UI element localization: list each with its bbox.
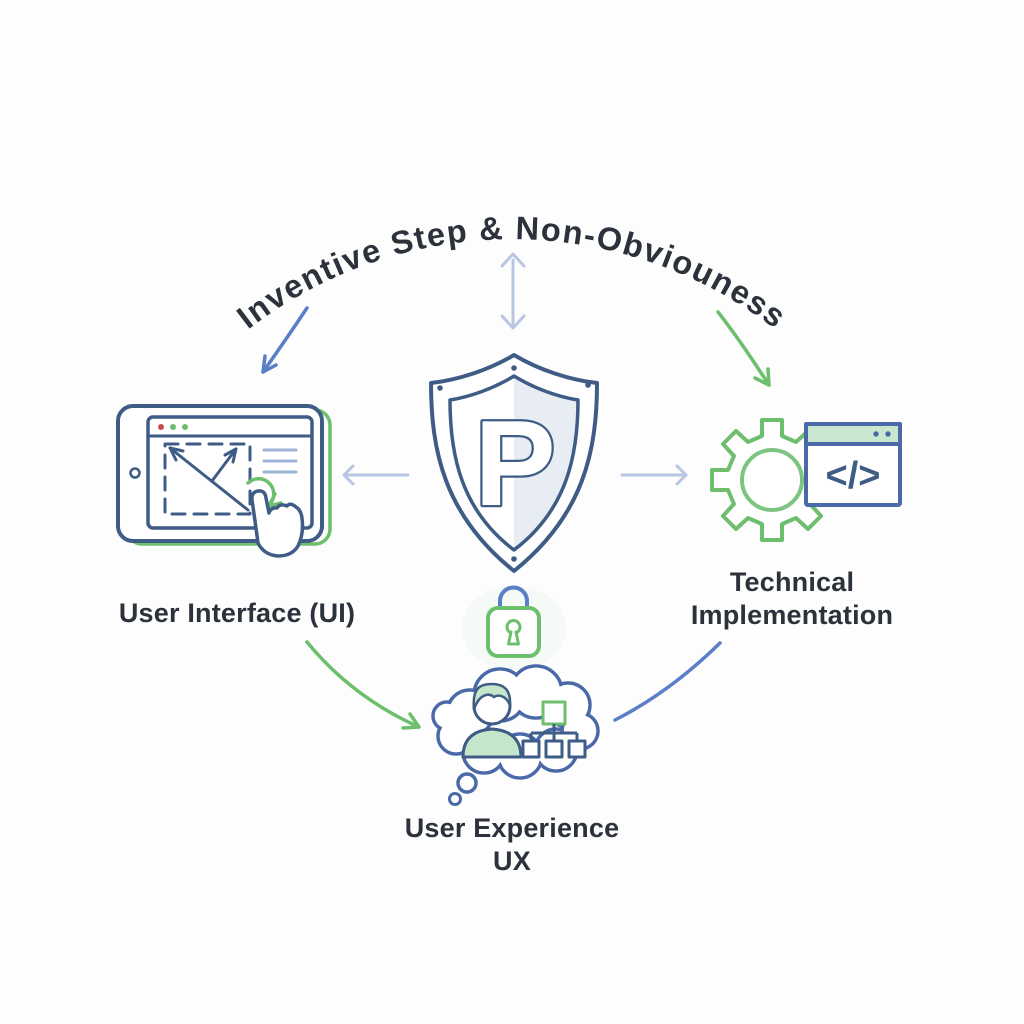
- padlock-icon: [462, 585, 566, 670]
- label-user-interface: User Interface (UI): [118, 598, 356, 628]
- user-thought-bubble-icon: [431, 664, 600, 806]
- shield-rivet-bottom: [511, 556, 517, 562]
- shield-rivet-left: [437, 385, 443, 391]
- text-lines: [262, 448, 298, 474]
- window-dot-red: [158, 424, 164, 430]
- titlebar-dot-2: [885, 431, 891, 437]
- tablet-home-button: [129, 467, 141, 479]
- thought-trail-bubble-1: [456, 772, 478, 794]
- window-dot-green-2: [182, 424, 188, 430]
- gear-center-hole: [740, 448, 804, 512]
- padlock-keyhole: [505, 619, 522, 635]
- window-dot-green-1: [170, 424, 176, 430]
- thought-trail-bubble-2: [448, 792, 462, 806]
- flowchart-icon: [521, 700, 587, 759]
- label-technical-implementation: Technical Implementation: [690, 567, 894, 630]
- flowchart-leaf-node-2: [544, 739, 564, 759]
- shield-rivet-right: [585, 382, 591, 388]
- person-hair: [472, 682, 512, 711]
- patent-shield-icon: P: [429, 353, 599, 573]
- person-icon: [461, 682, 523, 759]
- curved-arrow-top-left-icon: [261, 306, 309, 374]
- right-arrow-icon: [620, 464, 688, 486]
- person-torso: [461, 727, 523, 759]
- vertical-double-arrow-icon: [500, 252, 526, 330]
- flowchart-leaf-node-3: [567, 739, 587, 759]
- titlebar-dot-1: [873, 431, 879, 437]
- label-user-experience: User Experience UX: [404, 813, 620, 876]
- shield-letter: P: [474, 395, 555, 531]
- resize-arrow-up-right: [210, 447, 238, 483]
- code-symbol: </>: [826, 455, 881, 497]
- shield-inner-outline: [448, 374, 580, 552]
- padlock-shackle: [498, 585, 529, 610]
- resize-arrow-diagonal: [168, 446, 250, 512]
- padlock-keyhole-stem: [507, 630, 520, 646]
- curved-arrow-bottom-left-icon: [305, 640, 421, 730]
- hand-cursor-icon: [250, 489, 305, 558]
- gear-code-window-icon: </>: [710, 418, 902, 542]
- left-arrow-icon: [342, 464, 410, 486]
- selection-dashed-box: [163, 442, 252, 516]
- flowchart-root-node: [541, 700, 567, 726]
- shield-rivet-top: [511, 365, 517, 371]
- tablet-ui-design-icon: [116, 404, 332, 558]
- code-window-titlebar: [804, 422, 902, 446]
- curved-connector-bottom-right: [613, 641, 722, 722]
- flowchart-leaf-node-1: [521, 739, 541, 759]
- curved-arrow-top-right-icon: [716, 310, 771, 387]
